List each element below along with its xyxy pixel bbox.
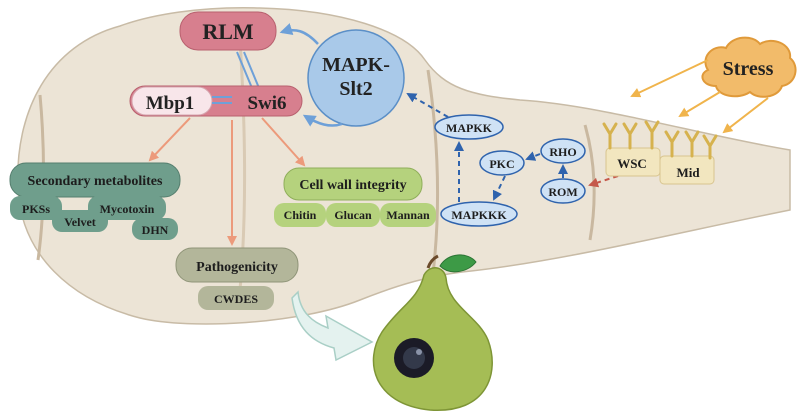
pathogenicity-node bbox=[175, 247, 299, 283]
glucan-node bbox=[326, 203, 380, 227]
mannan-node bbox=[380, 203, 436, 227]
wsc-label: WSC bbox=[617, 156, 647, 171]
stress-arrow-3 bbox=[722, 97, 769, 134]
mid-sensor-node bbox=[659, 155, 715, 185]
rho-label: RHO bbox=[549, 145, 576, 159]
mapkk-label: MAPKK bbox=[446, 121, 493, 135]
rlm-complex-link-a bbox=[236, 51, 253, 89]
cell-wall-integrity-node bbox=[283, 167, 423, 201]
stress-arrow-1 bbox=[630, 59, 709, 98]
secondary-metabolites-label: Secondary metabolites bbox=[28, 174, 163, 189]
rho-to-pkc-arrow bbox=[525, 151, 541, 161]
mapk-label: MAPK- bbox=[322, 54, 390, 76]
mid-label: Mid bbox=[676, 165, 700, 180]
mapkkk-node bbox=[440, 201, 518, 227]
mycotoxin-node bbox=[88, 196, 166, 220]
dhn-node bbox=[132, 218, 178, 240]
rlm-complex-link-b bbox=[243, 51, 260, 89]
rho-node bbox=[540, 138, 586, 164]
cwdes-node bbox=[198, 286, 274, 310]
sensor-to-rom-arrow bbox=[588, 175, 619, 188]
cell-wall-integrity-label: Cell wall integrity bbox=[299, 178, 406, 193]
pathogenicity-label: Pathogenicity bbox=[196, 260, 278, 275]
complex-to-cellwall-arrow bbox=[261, 117, 306, 167]
mannan-label: Mannan bbox=[386, 208, 430, 222]
mapkkk-label: MAPKKK bbox=[451, 208, 507, 222]
cwdes-label: CWDES bbox=[214, 292, 258, 306]
pkc-label: PKC bbox=[489, 157, 514, 171]
mapkk-to-mapk-arrow bbox=[406, 93, 449, 118]
stress-label: Stress bbox=[723, 58, 774, 80]
chitin-label: Chitin bbox=[284, 208, 317, 222]
pkss-label: PKSs bbox=[22, 202, 50, 216]
stress-arrow-2 bbox=[678, 91, 721, 118]
complex-to-secondary-arrow bbox=[148, 117, 191, 162]
mapk-to-swi6-arrow bbox=[302, 114, 343, 127]
pkc-node bbox=[479, 150, 525, 176]
dhn-label: DHN bbox=[142, 223, 169, 237]
mapk-slt2-node bbox=[307, 29, 405, 127]
rom-node bbox=[540, 178, 586, 204]
mycotoxin-label: Mycotoxin bbox=[100, 202, 155, 216]
mapkk-node bbox=[434, 114, 504, 140]
rom-label: ROM bbox=[548, 185, 577, 199]
infection-arrow-icon bbox=[291, 290, 374, 362]
mapk-to-rlm-arrow bbox=[279, 23, 319, 45]
pkc-to-mapkkk-arrow bbox=[492, 175, 506, 201]
mbp1-label: Mbp1 bbox=[146, 93, 195, 114]
slt2-label: Slt2 bbox=[339, 78, 372, 100]
pear-host-icon bbox=[372, 254, 493, 411]
chitin-node bbox=[274, 203, 326, 227]
receptor-icons bbox=[602, 120, 718, 160]
glucan-label: Glucan bbox=[334, 208, 372, 222]
pkss-node bbox=[10, 196, 62, 220]
mbp1-node bbox=[131, 86, 213, 116]
rlm-label: RLM bbox=[202, 19, 254, 44]
stress-cloud-icon bbox=[701, 36, 797, 98]
rlm-node bbox=[179, 11, 277, 51]
velvet-label: Velvet bbox=[64, 215, 96, 229]
swi6-label: Swi6 bbox=[247, 93, 286, 114]
